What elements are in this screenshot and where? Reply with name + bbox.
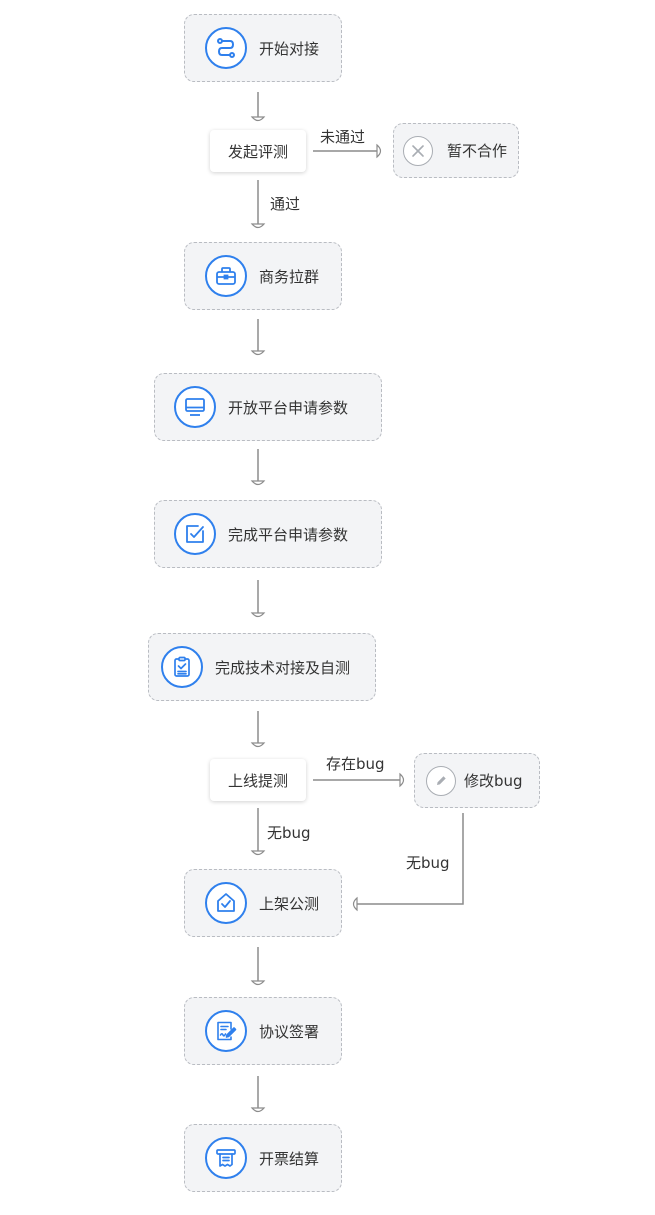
- close-circle-icon: [403, 135, 433, 166]
- node-fix-bug[interactable]: 修改bug: [414, 753, 540, 808]
- route-icon: [205, 27, 247, 69]
- decision-label: 发起评测: [227, 142, 288, 161]
- node-agreement-sign[interactable]: 协议签署: [184, 997, 342, 1065]
- node-label: 上架公测: [259, 894, 320, 913]
- arrowhead: [250, 350, 266, 356]
- node-complete-tech-docking[interactable]: 完成技术对接及自测: [148, 633, 376, 701]
- arrowhead: [250, 612, 266, 618]
- node-label: 暂不合作: [447, 142, 508, 160]
- arrowhead: [250, 116, 266, 122]
- arrowhead: [250, 850, 266, 856]
- arrowhead: [376, 143, 382, 159]
- monitor-icon: [174, 386, 216, 428]
- node-no-cooperation[interactable]: 暂不合作: [393, 123, 519, 178]
- decision-initiate-review[interactable]: 发起评测: [210, 130, 306, 172]
- node-business-group[interactable]: 商务拉群: [184, 242, 342, 310]
- node-invoice-settlement[interactable]: 开票结算: [184, 1124, 342, 1192]
- clipboard-check-icon: [161, 646, 203, 688]
- edge-label-passed: 通过: [270, 195, 301, 213]
- edit-check-icon: [174, 513, 216, 555]
- edge-label-no-bug-side: 无bug: [406, 854, 450, 872]
- house-check-icon: [205, 882, 247, 924]
- node-label: 完成技术对接及自测: [215, 658, 351, 677]
- node-open-platform-apply[interactable]: 开放平台申请参数: [154, 373, 382, 441]
- edge-label-has-bug: 存在bug: [326, 755, 385, 773]
- arrowhead: [250, 223, 266, 229]
- arrowhead: [250, 742, 266, 748]
- edge-label-not-passed: 未通过: [320, 128, 366, 146]
- arrowhead: [352, 896, 358, 912]
- receipt-icon: [205, 1137, 247, 1179]
- arrowhead: [399, 772, 405, 788]
- node-public-beta[interactable]: 上架公测: [184, 869, 342, 937]
- arrowhead: [250, 1107, 266, 1113]
- pencil-icon: [426, 765, 456, 796]
- node-label: 开票结算: [259, 1149, 320, 1168]
- node-label: 开放平台申请参数: [228, 398, 349, 417]
- node-label: 协议签署: [259, 1022, 320, 1041]
- node-start-docking[interactable]: 开始对接: [184, 14, 342, 82]
- briefcase-icon: [205, 255, 247, 297]
- node-complete-platform-apply[interactable]: 完成平台申请参数: [154, 500, 382, 568]
- arrowhead: [250, 480, 266, 486]
- edge-label-no-bug: 无bug: [267, 824, 311, 842]
- document-sign-icon: [205, 1010, 247, 1052]
- node-label: 修改bug: [464, 772, 523, 790]
- node-label: 商务拉群: [259, 267, 320, 286]
- arrowhead: [250, 980, 266, 986]
- decision-launch-test[interactable]: 上线提测: [210, 759, 306, 801]
- node-label: 完成平台申请参数: [228, 525, 349, 544]
- decision-label: 上线提测: [227, 771, 288, 790]
- node-label: 开始对接: [259, 39, 320, 58]
